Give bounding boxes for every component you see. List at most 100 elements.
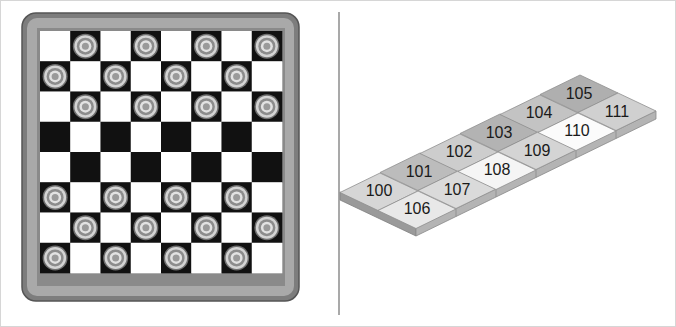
board-bevel [27, 18, 294, 296]
piece-ring [105, 186, 127, 208]
tile-number: 109 [524, 143, 551, 159]
piece-ring [203, 224, 210, 231]
strip-seam [496, 189, 497, 197]
checker-piece [164, 64, 189, 89]
board-square [191, 213, 222, 244]
piece-ring [165, 247, 187, 269]
checker-piece [73, 215, 98, 240]
board-square [101, 122, 132, 153]
checker-piece [43, 185, 68, 210]
checker-piece [254, 94, 279, 119]
piece-ring [77, 219, 94, 236]
strip-seam [576, 150, 577, 158]
piece-ring [49, 252, 61, 264]
piece-ring [142, 43, 149, 50]
board-frame [22, 13, 299, 301]
piece-ring [44, 186, 66, 208]
piece-ring [107, 68, 124, 85]
piece-ring [231, 191, 243, 203]
piece-ring [142, 224, 149, 231]
board-square [222, 31, 253, 62]
piece-ring [52, 254, 59, 261]
strip-seam [536, 170, 537, 178]
piece-ring [165, 186, 187, 208]
tile-number: 106 [404, 201, 431, 217]
checker-piece [103, 185, 128, 210]
board-square [161, 61, 192, 92]
piece-ring [200, 40, 212, 52]
board-square [252, 243, 283, 274]
piece-ring [137, 98, 154, 115]
piece-ring [233, 254, 240, 261]
checker-piece [103, 64, 128, 89]
board-square [191, 152, 222, 183]
checker-piece [73, 34, 98, 59]
piece-ring [73, 94, 98, 119]
piece-ring [226, 186, 248, 208]
piece-ring [228, 249, 245, 266]
board-square [70, 92, 101, 123]
board-square [222, 61, 253, 92]
board-square [40, 213, 71, 244]
board-square [161, 182, 192, 213]
piece-ring [228, 68, 245, 85]
piece-ring [52, 194, 59, 201]
board-square [222, 213, 253, 244]
strip-seam [456, 209, 457, 217]
checker-piece [194, 94, 219, 119]
piece-ring [173, 254, 180, 261]
tile-number: 101 [406, 164, 433, 180]
board-square [131, 213, 162, 244]
piece-ring [164, 64, 189, 89]
board-square [161, 213, 192, 244]
board-square [252, 61, 283, 92]
piece-ring [43, 64, 68, 89]
piece-ring [140, 222, 152, 234]
piece-ring [224, 64, 249, 89]
board-square [131, 92, 162, 123]
piece-ring [170, 70, 182, 82]
piece-ring [44, 247, 66, 269]
board-square [191, 122, 222, 153]
piece-ring [198, 219, 215, 236]
piece-ring [133, 215, 158, 240]
piece-ring [140, 40, 152, 52]
board-square [101, 31, 132, 62]
board-square [252, 31, 283, 62]
piece-ring [82, 43, 89, 50]
piece-ring [77, 98, 94, 115]
board-square [40, 61, 71, 92]
piece-ring [226, 247, 248, 269]
piece-ring [261, 222, 273, 234]
checker-piece [164, 185, 189, 210]
piece-ring [49, 70, 61, 82]
piece-ring [168, 68, 185, 85]
checker-piece [254, 34, 279, 59]
piece-ring [74, 96, 96, 118]
piece-ring [112, 73, 119, 80]
board-square [222, 122, 253, 153]
piece-ring [47, 249, 64, 266]
piece-ring [170, 252, 182, 264]
piece-ring [263, 43, 270, 50]
tile-number: 108 [484, 162, 511, 178]
tile-number: 103 [486, 125, 513, 141]
piece-ring [52, 73, 59, 80]
piece-ring [133, 34, 158, 59]
piece-ring [254, 34, 279, 59]
piece-ring [198, 98, 215, 115]
piece-ring [231, 252, 243, 264]
piece-ring [233, 194, 240, 201]
board-square [191, 92, 222, 123]
piece-ring [74, 217, 96, 239]
piece-ring [164, 245, 189, 270]
board-square [222, 182, 253, 213]
piece-ring [263, 224, 270, 231]
checker-piece [43, 245, 68, 270]
piece-ring [107, 249, 124, 266]
board-square [161, 152, 192, 183]
piece-ring [168, 249, 185, 266]
